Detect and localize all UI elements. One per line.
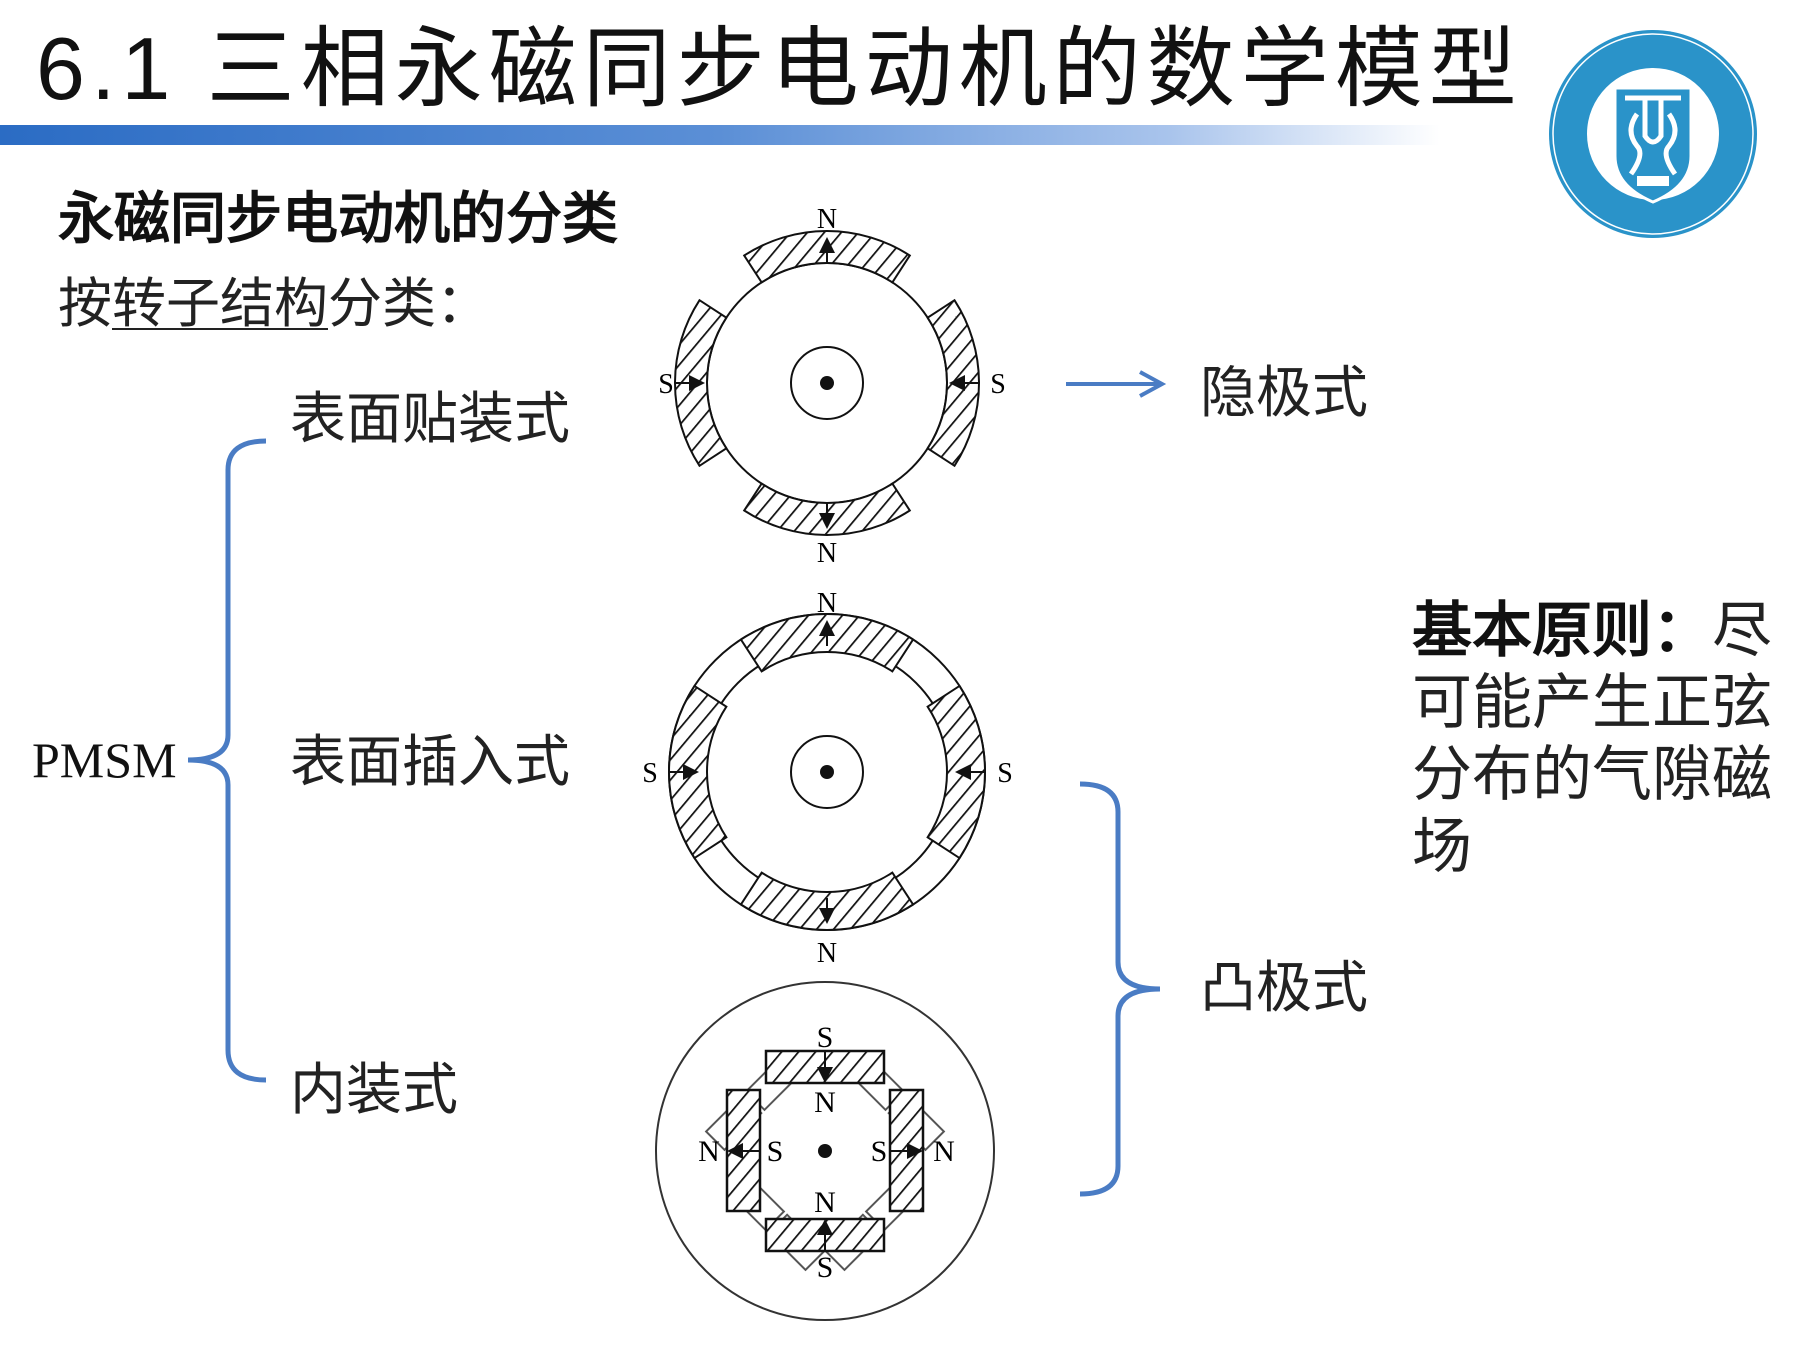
d3-pole-right-out: N bbox=[933, 1135, 955, 1168]
shaft-center-dot bbox=[820, 376, 834, 390]
university-logo bbox=[1549, 30, 1757, 238]
shaft-center-dot bbox=[818, 1144, 832, 1158]
category-surface-inset: 表面插入式 bbox=[290, 730, 570, 795]
basic-principle: 基本原则：尽可能产生正弦分布的气隙磁场 bbox=[1412, 595, 1792, 883]
principle-text: 尽可能产生正弦分布的气隙磁场 bbox=[1412, 596, 1772, 882]
d3-pole-bottom-in: N bbox=[814, 1186, 836, 1219]
d2-pole-top: N bbox=[817, 588, 837, 619]
shaft-center-dot bbox=[820, 765, 834, 779]
result-salient: 凸极式 bbox=[1200, 956, 1368, 1021]
pmsm-label: PMSM bbox=[32, 732, 177, 788]
slide-title: 6.1 三相永磁同步电动机的数学模型 bbox=[36, 19, 1523, 118]
d3-pole-left-out: N bbox=[698, 1135, 720, 1168]
section-heading: 永磁同步电动机的分类 bbox=[58, 187, 618, 252]
d2-pole-right: S bbox=[997, 758, 1013, 789]
surface-inset-rotor-diagram bbox=[668, 613, 986, 931]
classification-prefix: 按 bbox=[58, 272, 112, 335]
left-brace bbox=[187, 438, 267, 1083]
d3-pole-top-in: N bbox=[814, 1086, 836, 1119]
d3-pole-left-in: S bbox=[767, 1135, 784, 1168]
category-interior: 内装式 bbox=[290, 1058, 458, 1123]
principle-label: 基本原则： bbox=[1412, 596, 1712, 666]
d3-pole-right-in: S bbox=[871, 1135, 888, 1168]
category-surface-mounted: 表面贴装式 bbox=[290, 387, 570, 452]
classification-basis: 按转子结构分类： bbox=[58, 272, 490, 336]
interior-rotor-diagram bbox=[655, 981, 995, 1321]
classification-underlined: 转子结构 bbox=[112, 272, 328, 335]
d3-pole-bottom-out: S bbox=[817, 1251, 834, 1284]
d1-pole-top: N bbox=[817, 204, 837, 235]
shaft bbox=[790, 735, 864, 809]
d3-pole-top-out: S bbox=[817, 1021, 834, 1054]
surface-mounted-rotor-diagram bbox=[674, 230, 980, 536]
result-non-salient: 隐极式 bbox=[1200, 361, 1368, 426]
right-brace bbox=[1079, 781, 1161, 1197]
classification-suffix: 分类： bbox=[328, 272, 490, 335]
title-gradient-bar bbox=[0, 125, 1800, 145]
d1-pole-bottom: N bbox=[817, 538, 837, 569]
d2-pole-left: S bbox=[642, 758, 658, 789]
d2-pole-bottom: N bbox=[817, 938, 837, 969]
shaft bbox=[790, 346, 864, 420]
d1-pole-right: S bbox=[990, 369, 1006, 400]
d1-pole-left: S bbox=[658, 369, 674, 400]
